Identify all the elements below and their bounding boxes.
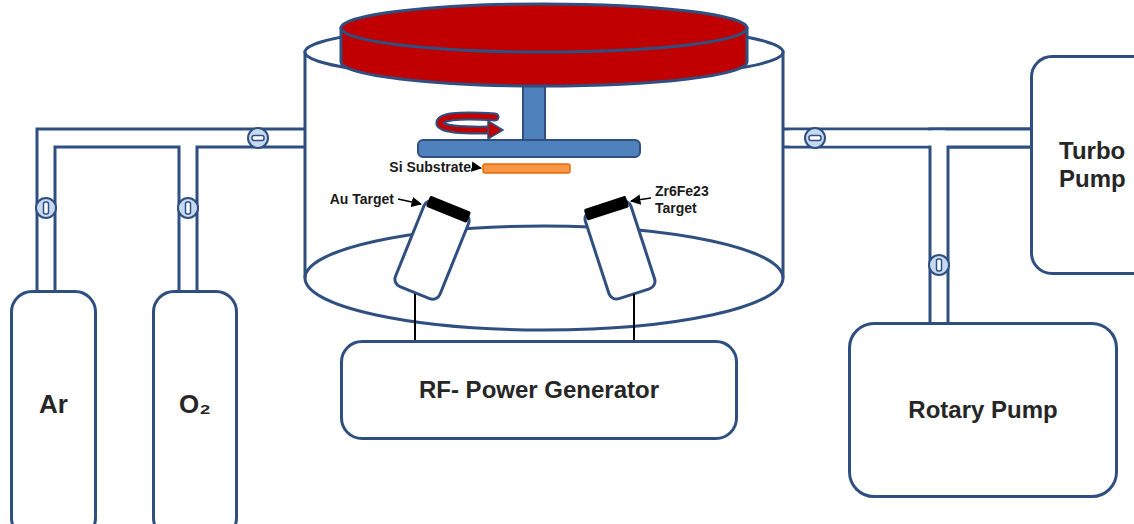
target-cap [426, 195, 471, 223]
chamber-wall [305, 52, 783, 330]
heater-top [341, 4, 747, 52]
valve-body [929, 255, 949, 275]
gas-cylinder: Ar [10, 290, 97, 524]
valve-handle [809, 136, 821, 141]
valve-body [178, 198, 198, 218]
valve-handle [937, 259, 942, 271]
part-label: Si Substrate [389, 159, 471, 176]
valve-handle [186, 202, 191, 214]
vacuum-pipe [939, 138, 1030, 322]
rotation-arrow [440, 116, 503, 139]
valve [248, 128, 268, 148]
valve-body [248, 128, 268, 148]
node-label: RF- Power Generator [419, 376, 659, 404]
valve-handle [44, 202, 49, 214]
node-label: Rotary Pump [908, 396, 1057, 424]
chamber-floor [305, 226, 783, 278]
pipe-bore [939, 138, 1030, 322]
node-label: Ar [39, 390, 68, 420]
rotary-pump: Rotary Pump [848, 322, 1118, 498]
turbo-pump: Turbo Pump [1030, 55, 1134, 275]
valve-body [36, 198, 56, 218]
rotation-arrow-band [440, 116, 495, 130]
valve [805, 128, 825, 148]
valve-body [805, 128, 825, 148]
sputter-gun [393, 195, 473, 302]
leader-arrow [631, 198, 651, 201]
sputter-gun [582, 195, 657, 301]
node-label: O₂ [179, 390, 211, 420]
gas-cylinder: O₂ [152, 290, 238, 524]
pipe-wall [939, 138, 1030, 322]
rotation-arrow-head [488, 121, 503, 139]
target-cap [584, 196, 630, 221]
valve-handle [252, 136, 264, 141]
pipe-overlay [790, 128, 949, 275]
leader-arrow [474, 167, 481, 168]
substrate-holder [418, 140, 640, 157]
leader-arrow [398, 199, 421, 204]
part-label: Zr6Fe23 Target [655, 183, 727, 217]
valve [929, 255, 949, 275]
node-label: Turbo Pump [1059, 137, 1134, 192]
connectors [939, 138, 1030, 322]
valve [36, 198, 56, 218]
valve [178, 198, 198, 218]
rotation-arrow-edge [440, 116, 495, 130]
rotation-shaft [523, 80, 545, 142]
si-substrate [483, 164, 570, 173]
part-label: Au Target [330, 191, 394, 208]
rf-wire [415, 294, 634, 345]
power-generator: RF- Power Generator [340, 340, 738, 440]
